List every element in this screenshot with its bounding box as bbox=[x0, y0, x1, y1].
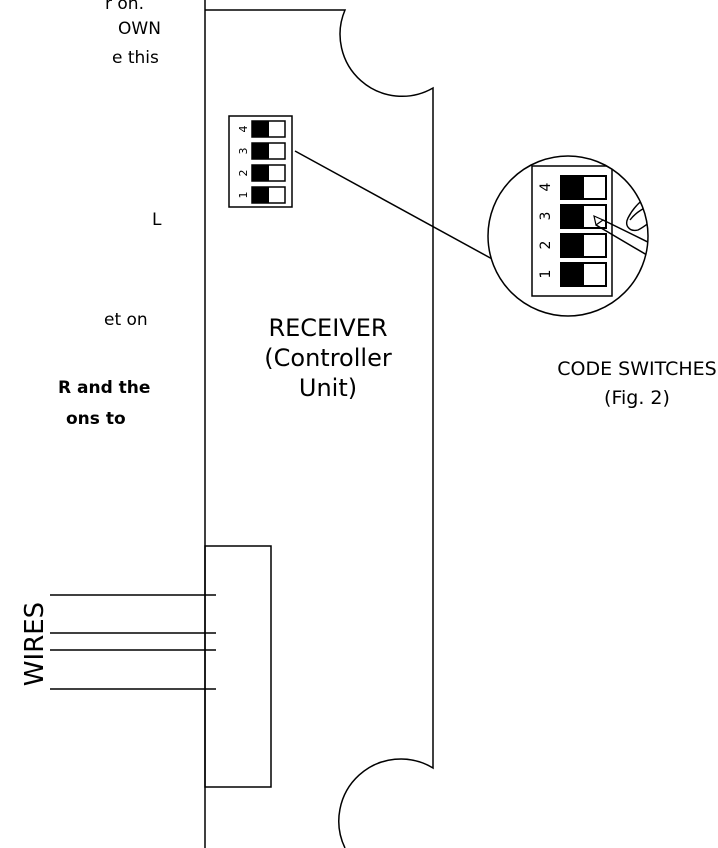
dip-switch-2 bbox=[251, 164, 286, 182]
receiver-label-line2: (Controller bbox=[264, 344, 392, 372]
receiver-label-line3: Unit) bbox=[299, 374, 357, 402]
dip-switch-3 bbox=[251, 142, 286, 160]
magnified-number-1: 1 bbox=[538, 270, 554, 279]
magnified-number-4: 4 bbox=[538, 182, 554, 191]
switch-number-4: 4 bbox=[237, 126, 250, 133]
pen-body bbox=[595, 219, 648, 259]
text-fragment-3: e this bbox=[112, 48, 159, 68]
code-switches-magnified: 4 3 2 1 CODE SWITCHES (Fig. 2) bbox=[487, 155, 717, 409]
wire-connector bbox=[204, 545, 272, 788]
text-fragment-5: et on bbox=[104, 310, 148, 330]
magnified-number-3: 3 bbox=[538, 212, 554, 221]
receiver-label-line1: RECEIVER bbox=[268, 314, 387, 342]
switch-number-1: 1 bbox=[237, 192, 250, 199]
magnified-number-2: 2 bbox=[538, 241, 554, 250]
magnified-switch-1 bbox=[560, 262, 607, 287]
text-fragment-4: L bbox=[152, 210, 162, 230]
dip-switch-1 bbox=[251, 186, 286, 204]
pen-tip bbox=[593, 214, 605, 227]
text-fragment-6: R and the bbox=[58, 378, 151, 398]
callout-figure: (Fig. 2) bbox=[604, 387, 670, 409]
magnified-switch-4 bbox=[560, 175, 607, 200]
switch-number-2: 2 bbox=[237, 170, 250, 177]
callout-title: CODE SWITCHES bbox=[557, 358, 716, 380]
text-fragment-1: r on. bbox=[105, 0, 144, 14]
wires-label: WIRES bbox=[20, 602, 50, 686]
dip-switch-4 bbox=[251, 120, 286, 138]
dip-switch-block: 4 3 2 1 bbox=[228, 115, 293, 208]
wires bbox=[50, 594, 216, 690]
switch-number-3: 3 bbox=[237, 148, 250, 155]
magnified-switch-3 bbox=[560, 204, 607, 229]
text-fragment-7: ons to bbox=[66, 409, 126, 429]
magnified-switch-2 bbox=[560, 233, 607, 258]
hand-outline bbox=[626, 189, 648, 291]
callout-leader-line bbox=[294, 150, 495, 261]
text-fragment-2: OWN bbox=[118, 19, 161, 39]
